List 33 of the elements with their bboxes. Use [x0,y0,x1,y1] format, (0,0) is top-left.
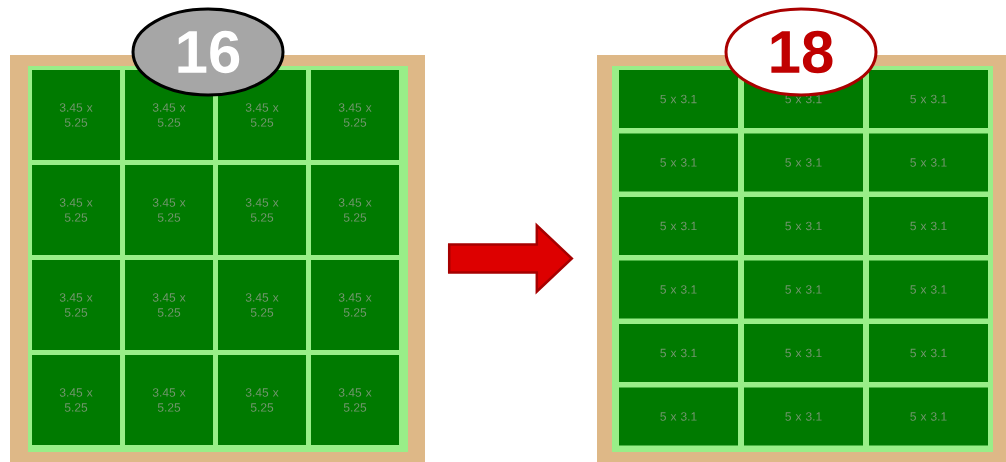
grid-cell: 3.45 x 5.25 [32,260,120,350]
grid-cell: 5 x 3.1 [869,387,988,446]
grid-cell: 3.45 x 5.25 [125,165,213,255]
grid-cell: 5 x 3.1 [619,70,738,128]
grid-cell: 5 x 3.1 [619,133,738,192]
grid-cell: 5 x 3.1 [869,260,988,319]
grid-cell: 5 x 3.1 [619,260,738,319]
grid-cell: 3.45 x 5.25 [311,260,399,350]
grid-cell: 5 x 3.1 [619,324,738,382]
grid-cell: 3.45 x 5.25 [125,355,213,445]
grid-cell: 3.45 x 5.25 [311,165,399,255]
grid-cell: 5 x 3.1 [619,197,738,255]
grid-cell: 5 x 3.1 [744,387,863,446]
grid-cell: 3.45 x 5.25 [311,70,399,160]
grid-cell: 5 x 3.1 [869,197,988,255]
grid-cell: 5 x 3.1 [869,133,988,192]
grid-cell: 3.45 x 5.25 [218,260,306,350]
grid-cell: 3.45 x 5.25 [125,260,213,350]
grid-cell: 5 x 3.1 [744,197,863,255]
grid-cell: 5 x 3.1 [869,70,988,128]
grid-cell: 3.45 x 5.25 [32,355,120,445]
grid-cell: 5 x 3.1 [744,324,863,382]
grid-cell: 5 x 3.1 [619,387,738,446]
grid-cell: 3.45 x 5.25 [311,355,399,445]
count-badge: 16 [131,7,285,97]
grid-cell: 5 x 3.1 [744,133,863,192]
grid-cell: 5 x 3.1 [869,324,988,382]
grid-cell: 3.45 x 5.25 [218,355,306,445]
grid-cell: 3.45 x 5.25 [218,165,306,255]
grid-cell: 5 x 3.1 [744,260,863,319]
grid-cell: 3.45 x 5.25 [32,70,120,160]
grid-cell: 3.45 x 5.25 [32,165,120,255]
block-arrow [447,222,574,295]
